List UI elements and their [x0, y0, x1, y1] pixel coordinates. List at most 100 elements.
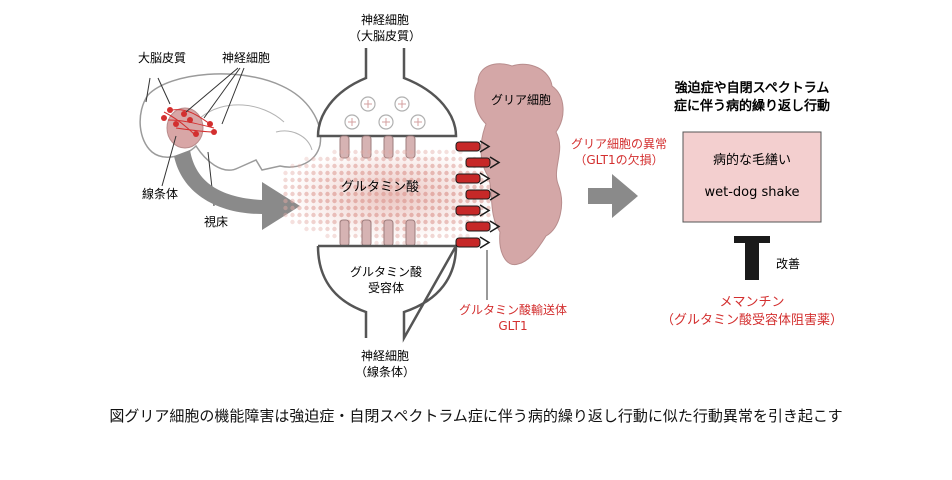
glutamate-dot — [430, 177, 435, 183]
glutamate-dot — [395, 205, 400, 211]
behavior-title-2: 症に伴う病的繰り返し行動 — [674, 98, 830, 114]
glutamate-dot — [437, 226, 442, 232]
glia-label: グリア細胞 — [491, 93, 551, 107]
glutamate-dot — [283, 184, 288, 190]
glutamate-dot — [367, 198, 372, 204]
glutamate-dot — [437, 205, 442, 211]
glutamate-dot — [409, 212, 414, 218]
glutamate-dot — [374, 177, 379, 183]
thalamus-label: 視床 — [204, 214, 228, 229]
glutamate-dot — [444, 226, 449, 232]
glutamate-dot — [346, 156, 351, 162]
glutamate-dot — [297, 170, 302, 176]
glutamate-dot — [332, 177, 337, 183]
glutamate-dot — [297, 177, 302, 183]
glutamate-dot — [388, 156, 393, 162]
glutamate-dot — [360, 198, 365, 204]
glutamate-dot — [311, 198, 316, 204]
glutamate-dot — [430, 219, 435, 225]
behavior-box-line-2: wet-dog shake — [704, 185, 799, 200]
glutamate-dot — [325, 212, 330, 218]
glutamate-dot — [318, 156, 323, 162]
glutamate-dot — [346, 184, 351, 190]
glutamate-dot — [402, 163, 407, 169]
glutamate-dot — [339, 163, 344, 169]
striatum-label: 線条体 — [142, 186, 178, 201]
glutamate-dot — [451, 177, 456, 183]
glutamate-dot — [304, 156, 309, 162]
neuron-dots — [161, 107, 217, 137]
glutamate-dot — [346, 191, 351, 197]
glutamate-dot — [360, 191, 365, 197]
glutamate-dot — [346, 149, 351, 155]
figure-caption: 図グリア細胞の機能障害は強迫症・自閉スペクトラム症に伴う病的繰り返し行動に似た行… — [109, 407, 843, 425]
glt1-transporter — [455, 140, 491, 153]
glutamate-dot — [465, 198, 470, 204]
glutamate-dot — [395, 212, 400, 218]
glutamate-dot — [423, 149, 428, 155]
glutamate-dot — [353, 198, 358, 204]
glutamate-dot — [451, 212, 456, 218]
brain-outline — [139, 73, 322, 171]
glutamate-dot — [486, 184, 491, 190]
glutamate-dot — [367, 191, 372, 197]
glutamate-dot — [360, 156, 365, 162]
glutamate-dot — [430, 226, 435, 232]
glutamate-dot — [416, 149, 421, 155]
glutamate-dot — [423, 219, 428, 225]
glutamate-dot — [318, 170, 323, 176]
glutamate-dot — [444, 205, 449, 211]
glutamate-dot — [374, 233, 379, 239]
glutamate-dot — [402, 212, 407, 218]
glutamate-dot — [388, 163, 393, 169]
glutamate-dot — [360, 177, 365, 183]
glutamate-dot — [416, 212, 421, 218]
glutamate-dot — [430, 163, 435, 169]
glutamate-dot — [339, 198, 344, 204]
glutamate-dot — [437, 233, 442, 239]
glutamate-dot — [458, 191, 463, 197]
glutamate-dot — [367, 156, 372, 162]
glutamate-dot — [311, 156, 316, 162]
top-neuron-label-2: （大脳皮質） — [349, 28, 421, 43]
glutamate-dot — [465, 233, 470, 239]
glutamate-dot — [416, 184, 421, 190]
glutamate-dot — [304, 163, 309, 169]
glutamate-dot — [353, 149, 358, 155]
glutamate-dot — [374, 170, 379, 176]
glutamate-dot — [381, 170, 386, 176]
glutamate-dot — [451, 156, 456, 162]
glutamate-dot — [395, 177, 400, 183]
glutamate-dot — [283, 198, 288, 204]
inhibition-symbol — [734, 236, 770, 280]
glutamate-dot — [374, 205, 379, 211]
glutamate-dot — [430, 205, 435, 211]
glutamate-dot — [325, 198, 330, 204]
receptor-label-2: 受容体 — [368, 280, 404, 295]
glutamate-dot — [346, 205, 351, 211]
glutamate-dot — [297, 212, 302, 218]
glutamate-dot — [437, 177, 442, 183]
glutamate-dot — [451, 170, 456, 176]
glutamate-dot — [409, 170, 414, 176]
glutamate-dot — [437, 198, 442, 204]
glutamate-dot — [486, 198, 491, 204]
glutamate-dot — [290, 184, 295, 190]
brain-illustration: 大脳皮質 神経細胞 線条体 視床 — [138, 50, 322, 229]
glutamate-dot — [409, 198, 414, 204]
glutamate-dot — [311, 191, 316, 197]
glutamate-dot — [339, 184, 344, 190]
glutamate-dot — [423, 191, 428, 197]
glutamate-dot — [458, 184, 463, 190]
glutamate-dot — [402, 149, 407, 155]
glt1-transporter — [455, 172, 491, 185]
glutamate-dot — [311, 205, 316, 211]
glutamate-dot — [430, 191, 435, 197]
glutamate-dot — [458, 226, 463, 232]
glutamate-dot — [381, 205, 386, 211]
glt1-transporter — [465, 188, 501, 201]
glutamate-dot — [325, 184, 330, 190]
glutamate-dot — [402, 205, 407, 211]
glutamate-dot — [367, 163, 372, 169]
glutamate-dot — [437, 219, 442, 225]
